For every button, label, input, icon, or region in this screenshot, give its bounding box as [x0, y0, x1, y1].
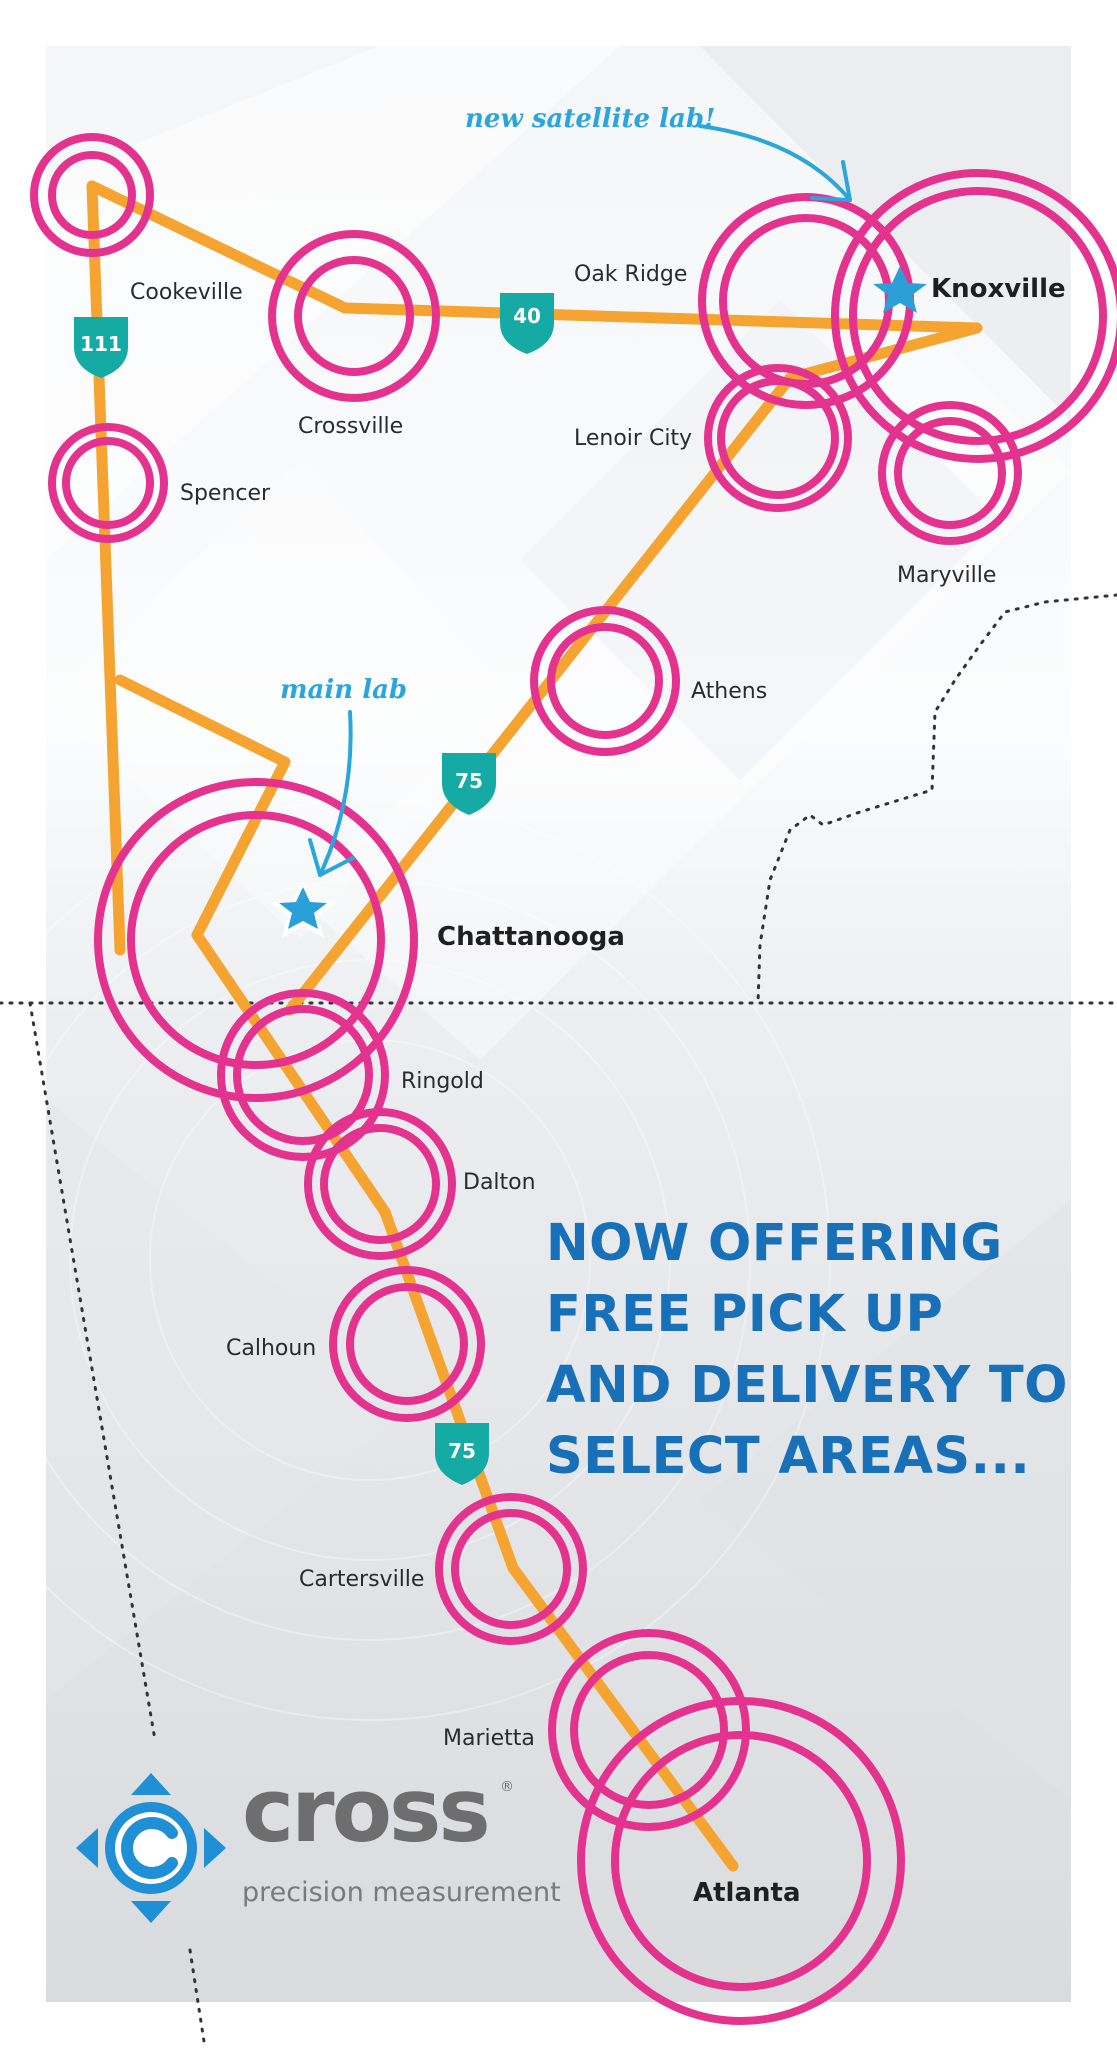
- city-label-ringold: Ringold: [401, 1069, 484, 1094]
- highway-label-40: 40: [513, 304, 541, 328]
- interstate-shield-icon: 40: [500, 293, 554, 354]
- city-label-dalton: Dalton: [463, 1170, 536, 1195]
- ring-maryville: [878, 401, 1022, 545]
- ring-marietta: [548, 1629, 750, 1831]
- headline-line: SELECT AREAS...: [546, 1427, 1031, 1486]
- city-label-atlanta: Atlanta: [693, 1878, 801, 1908]
- city-label-maryville: Maryville: [897, 563, 996, 588]
- highway-label-111: 111: [80, 332, 122, 356]
- service-rings: [30, 133, 1117, 2025]
- city-label-oak-ridge: Oak Ridge: [574, 262, 687, 287]
- offer-headline: NOW OFFERING FREE PICK UP AND DELIVERY T…: [546, 1208, 1086, 1492]
- satellite-lab-annotation: new satellite lab!: [465, 104, 715, 134]
- ring-lenoir-city: [704, 364, 852, 512]
- headline-line: AND DELIVERY TO: [546, 1356, 1069, 1415]
- city-label-cartersville: Cartersville: [299, 1567, 424, 1592]
- logo-wordmark: cross: [242, 1759, 491, 1862]
- city-label-lenoir-city: Lenoir City: [574, 426, 692, 451]
- ring-cartersville: [435, 1493, 587, 1645]
- ring-knoxville: [831, 169, 1117, 463]
- star-icon: [873, 266, 927, 313]
- background-panel: [0, 46, 1071, 2002]
- ring-dalton: [304, 1108, 456, 1260]
- curved-arrow-icon: [308, 710, 355, 877]
- cross-logo-mark-icon: [76, 1773, 226, 1923]
- ring-spencer: [48, 423, 168, 543]
- headline-line: NOW OFFERING: [546, 1214, 1003, 1273]
- highway-route: [86, 180, 983, 1872]
- main-lab-annotation: main lab: [280, 675, 407, 705]
- registered-mark: ®: [500, 1779, 514, 1795]
- city-label-knoxville: Knoxville: [931, 274, 1066, 304]
- ring-cookeville: [30, 133, 154, 257]
- highway-label-75-north: 75: [455, 769, 483, 793]
- interstate-shield-icon: 75: [435, 1423, 489, 1485]
- ring-ringold: [217, 989, 389, 1161]
- ring-calhoun: [329, 1266, 485, 1422]
- city-label-spencer: Spencer: [180, 481, 271, 506]
- star-icon: [270, 880, 336, 938]
- highway-label-75-south: 75: [448, 1439, 476, 1463]
- cross-logo: cross ® precision measurement: [76, 1759, 561, 1923]
- city-label-cookeville: Cookeville: [130, 280, 243, 305]
- state-borders: [0, 593, 1117, 2048]
- curved-arrow-icon: [698, 124, 852, 202]
- city-label-chattanooga: Chattanooga: [437, 922, 625, 952]
- city-label-athens: Athens: [691, 679, 767, 704]
- ring-crossville: [268, 230, 440, 402]
- headline-line: FREE PICK UP: [546, 1285, 944, 1344]
- interstate-shield-icon: 111: [74, 317, 128, 378]
- city-label-marietta: Marietta: [443, 1726, 535, 1751]
- logo-tagline: precision measurement: [242, 1877, 561, 1908]
- ring-atlanta: [577, 1697, 905, 2025]
- ring-chattanooga: [94, 778, 418, 1102]
- city-label-calhoun: Calhoun: [226, 1336, 316, 1361]
- ring-athens: [530, 606, 680, 756]
- city-label-crossville: Crossville: [298, 414, 403, 439]
- interstate-shield-icon: 75: [442, 753, 496, 815]
